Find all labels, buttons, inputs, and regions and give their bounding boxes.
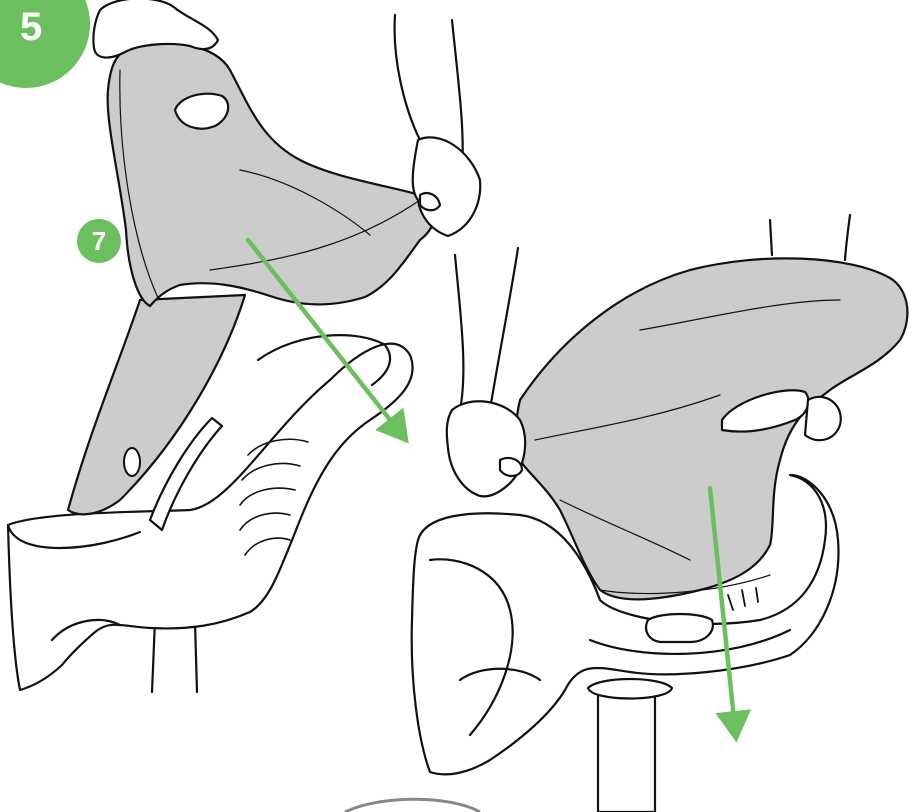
right-hand [447, 401, 525, 496]
right-pole-collar [588, 679, 672, 699]
part-number-badge: 7 [77, 219, 121, 263]
next-panel-edge [345, 799, 480, 812]
left-cover-strip-hole [124, 448, 140, 476]
left-figure [8, 0, 480, 692]
part-number: 7 [92, 226, 106, 256]
right-seat-ribs [728, 588, 758, 610]
right-hand-back [805, 397, 841, 440]
left-seat-shell [8, 344, 413, 690]
right-seat-handle-slot [646, 614, 713, 642]
right-seat-cover [516, 258, 907, 599]
right-pole [598, 690, 655, 812]
left-cover-strip [68, 295, 245, 514]
step-number: 5 [20, 7, 42, 47]
left-base-legs [152, 620, 197, 692]
right-figure [412, 215, 908, 812]
